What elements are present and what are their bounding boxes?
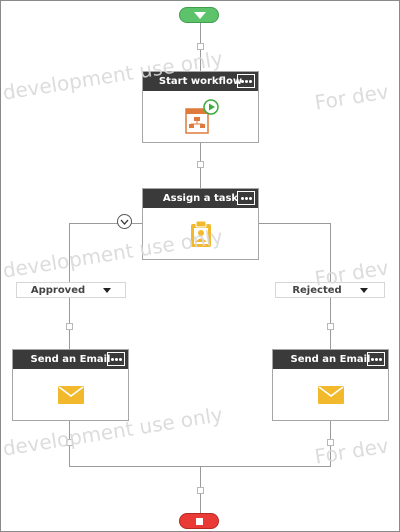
connector-point[interactable] xyxy=(66,439,73,446)
caret-down-icon xyxy=(103,287,112,293)
send-email-body-right xyxy=(273,369,388,420)
branch-label-approved: Approved xyxy=(30,284,86,296)
connector-point[interactable] xyxy=(66,323,73,330)
send-email-body-left xyxy=(13,369,128,420)
workflow-end-node[interactable] xyxy=(179,513,219,529)
start-workflow-menu-button[interactable] xyxy=(237,74,255,88)
send-email-card-right[interactable]: Send an Email xyxy=(272,349,389,421)
envelope-icon xyxy=(317,385,344,404)
send-email-title-right: Send an Email xyxy=(290,354,371,365)
start-workflow-icon xyxy=(184,98,219,134)
envelope-icon xyxy=(57,385,84,404)
stop-square-icon xyxy=(196,518,203,525)
start-workflow-card[interactable]: Start workflow xyxy=(142,71,259,143)
chevron-down-icon xyxy=(120,219,129,225)
branch-dropdown-rejected[interactable]: Rejected xyxy=(275,282,385,298)
assign-task-title: Assign a task xyxy=(162,193,239,204)
assign-task-card[interactable]: Assign a task xyxy=(142,188,259,260)
connector-point[interactable] xyxy=(197,487,204,494)
start-workflow-header: Start workflow xyxy=(143,72,258,91)
assign-task-menu-button[interactable] xyxy=(237,191,255,205)
caret-down-icon xyxy=(359,287,368,293)
connector-point[interactable] xyxy=(327,323,334,330)
triangle-down-icon xyxy=(194,12,206,19)
connector-point[interactable] xyxy=(197,43,204,50)
clipboard-user-icon xyxy=(190,220,211,247)
branch-label-rejected: Rejected xyxy=(292,284,342,296)
start-workflow-title: Start workflow xyxy=(158,76,243,87)
send-email-card-left[interactable]: Send an Email xyxy=(12,349,129,421)
send-email-menu-button-left[interactable] xyxy=(107,352,125,366)
assign-task-body xyxy=(143,208,258,259)
workflow-start-node[interactable] xyxy=(179,7,219,23)
branch-dropdown-approved[interactable]: Approved xyxy=(16,282,126,298)
send-email-header-left: Send an Email xyxy=(13,350,128,369)
connector-line xyxy=(258,223,331,224)
assign-task-header: Assign a task xyxy=(143,189,258,208)
watermark-text: For dev xyxy=(313,433,391,469)
connector-point[interactable] xyxy=(197,161,204,168)
send-email-header-right: Send an Email xyxy=(273,350,388,369)
start-workflow-body xyxy=(143,91,258,142)
send-email-menu-button-right[interactable] xyxy=(367,352,385,366)
watermark-text: For dev xyxy=(313,79,391,115)
connector-line xyxy=(69,223,143,224)
send-email-title-left: Send an Email xyxy=(30,354,111,365)
collapse-toggle[interactable] xyxy=(117,214,132,229)
connector-point[interactable] xyxy=(327,439,334,446)
